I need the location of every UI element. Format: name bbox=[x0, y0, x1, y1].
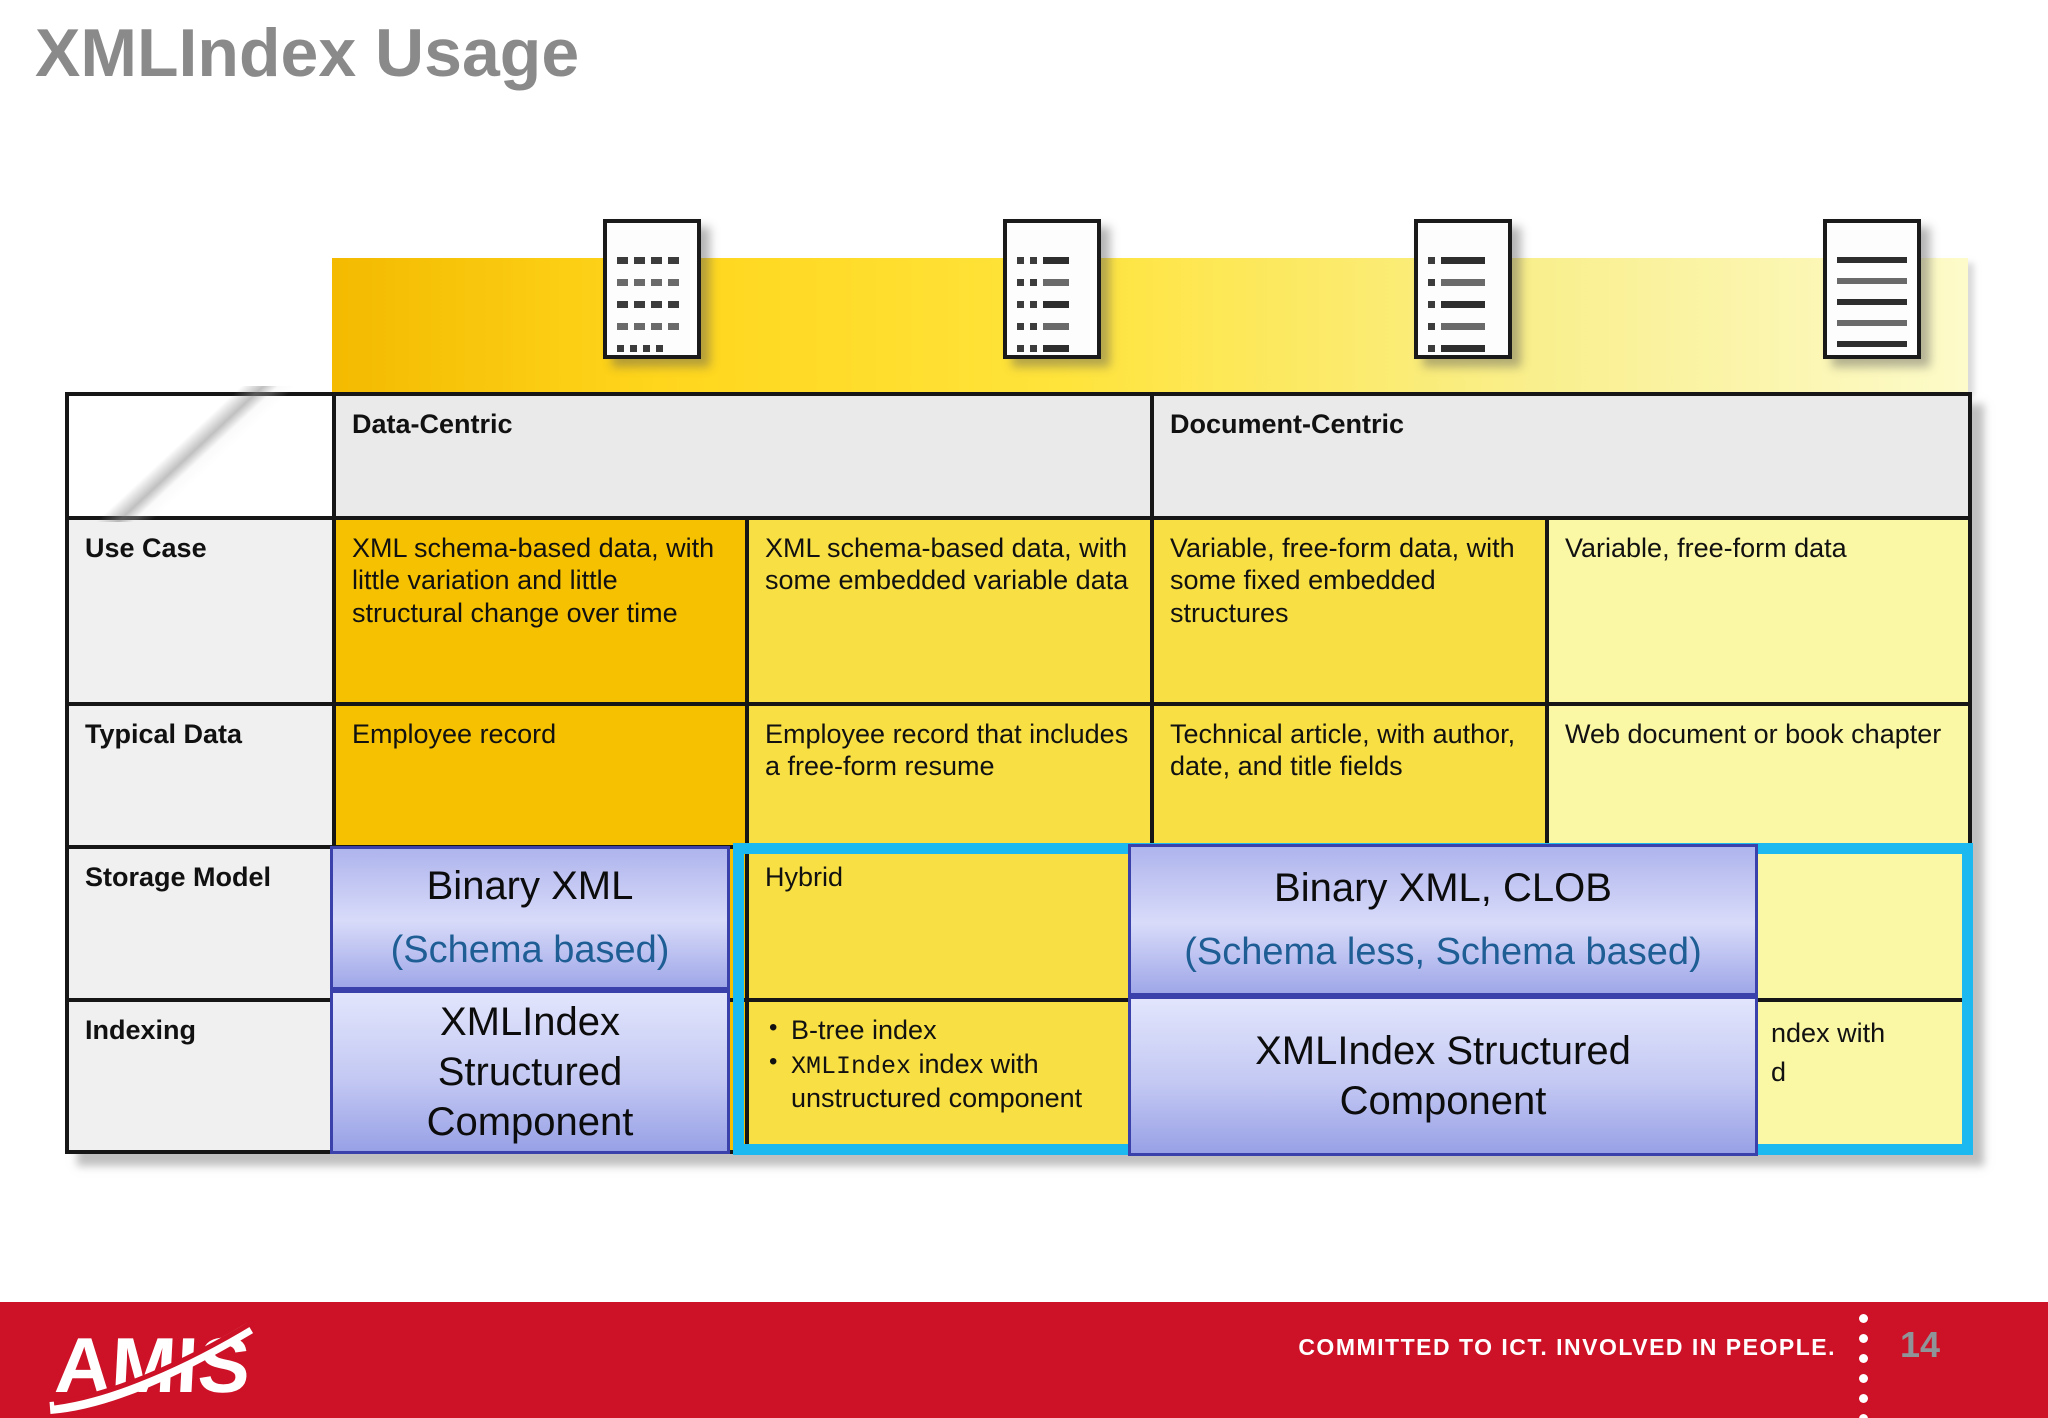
row-label-storage-model: Storage Model bbox=[65, 845, 336, 1002]
amis-logo-swoosh-white bbox=[49, 1322, 254, 1414]
row-label-use-case: Use Case bbox=[65, 516, 336, 706]
footer-dotted-divider bbox=[1859, 1314, 1868, 1418]
indexing-bullet-1: B-tree index bbox=[765, 1014, 1134, 1046]
overlay-binary-xml-subtitle: (Schema based) bbox=[390, 929, 670, 971]
xmlindex-mono-text: XMLIndex bbox=[791, 1052, 912, 1082]
use-case-cell-3: Variable, free-form data, with some fixe… bbox=[1150, 516, 1550, 706]
row-label-indexing: Indexing bbox=[65, 998, 336, 1154]
page-title: XMLIndex Usage bbox=[35, 15, 580, 91]
storage-model-cell-2: Hybrid bbox=[744, 845, 1155, 1002]
overlay-xmlindex-structured-right-text: XMLIndex Structured Component bbox=[1255, 1029, 1631, 1123]
overlay-xmlindex-structured-right: XMLIndex Structured Component bbox=[1128, 996, 1758, 1156]
hidden-text-line-2: d bbox=[1771, 1057, 1787, 1088]
indexing-bullet-2-rest: index with unstructured component bbox=[791, 1049, 1083, 1114]
amis-logo-swoosh-red bbox=[53, 1319, 255, 1406]
text-document-icon bbox=[1823, 219, 1921, 359]
hidden-text-line-1: ndex with bbox=[1771, 1018, 1886, 1048]
row-label-typical-data: Typical Data bbox=[65, 702, 336, 849]
indexing-bullet-2: XMLIndex index with unstructured compone… bbox=[765, 1048, 1134, 1114]
indexing-cell-2: B-tree index XMLIndex index with unstruc… bbox=[744, 998, 1155, 1154]
overlay-binary-xml-clob: Binary XML, CLOB (Schema less, Schema ba… bbox=[1128, 844, 1758, 996]
list-document-icon bbox=[1414, 219, 1512, 359]
use-case-cell-1: XML schema-based data, with little varia… bbox=[332, 516, 749, 706]
typical-data-cell-4: Web document or book chapter bbox=[1545, 702, 1973, 849]
overlay-binary-xml-clob-title: Binary XML, CLOB bbox=[1274, 866, 1612, 910]
page-number: 14 bbox=[1899, 1324, 1940, 1365]
overlay-binary-xml-title: Binary XML bbox=[426, 864, 634, 908]
amis-logo: AMIS bbox=[49, 1319, 255, 1414]
footer-band: AMIS COMMITTED TO ICT. INVOLVED IN PEOPL… bbox=[0, 1302, 2048, 1418]
overlay-xmlindex-structured-left: XMLIndex Structured Component bbox=[330, 990, 730, 1154]
overlay-binary-xml-clob-subtitle: (Schema less, Schema based) bbox=[1184, 931, 1702, 973]
overlay-xmlindex-structured-left-text: XMLIndex Structured Component bbox=[426, 1000, 634, 1144]
column-group-data-centric: Data-Centric bbox=[331, 392, 1155, 520]
typical-data-cell-1: Employee record bbox=[332, 702, 749, 849]
corner-cell bbox=[65, 392, 336, 520]
comparison-table: Data-Centric Document-Centric Use Case X… bbox=[65, 392, 1973, 1154]
use-case-cell-4: Variable, free-form data bbox=[1545, 516, 1973, 706]
typical-data-cell-3: Technical article, with author, date, an… bbox=[1150, 702, 1550, 849]
footer-tagline: COMMITTED TO ICT. INVOLVED IN PEOPLE. bbox=[1298, 1334, 1836, 1360]
overlay-binary-xml: Binary XML (Schema based) bbox=[330, 846, 730, 990]
yellow-banner bbox=[332, 258, 1968, 392]
semi-structured-document-icon bbox=[1003, 219, 1101, 359]
use-case-cell-2: XML schema-based data, with some embedde… bbox=[744, 516, 1155, 706]
data-grid-document-icon bbox=[603, 219, 701, 359]
partially-hidden-text: ndex with d bbox=[1771, 1014, 1885, 1092]
column-group-document-centric: Document-Centric bbox=[1150, 392, 1973, 520]
typical-data-cell-2: Employee record that includes a free-for… bbox=[744, 702, 1155, 849]
